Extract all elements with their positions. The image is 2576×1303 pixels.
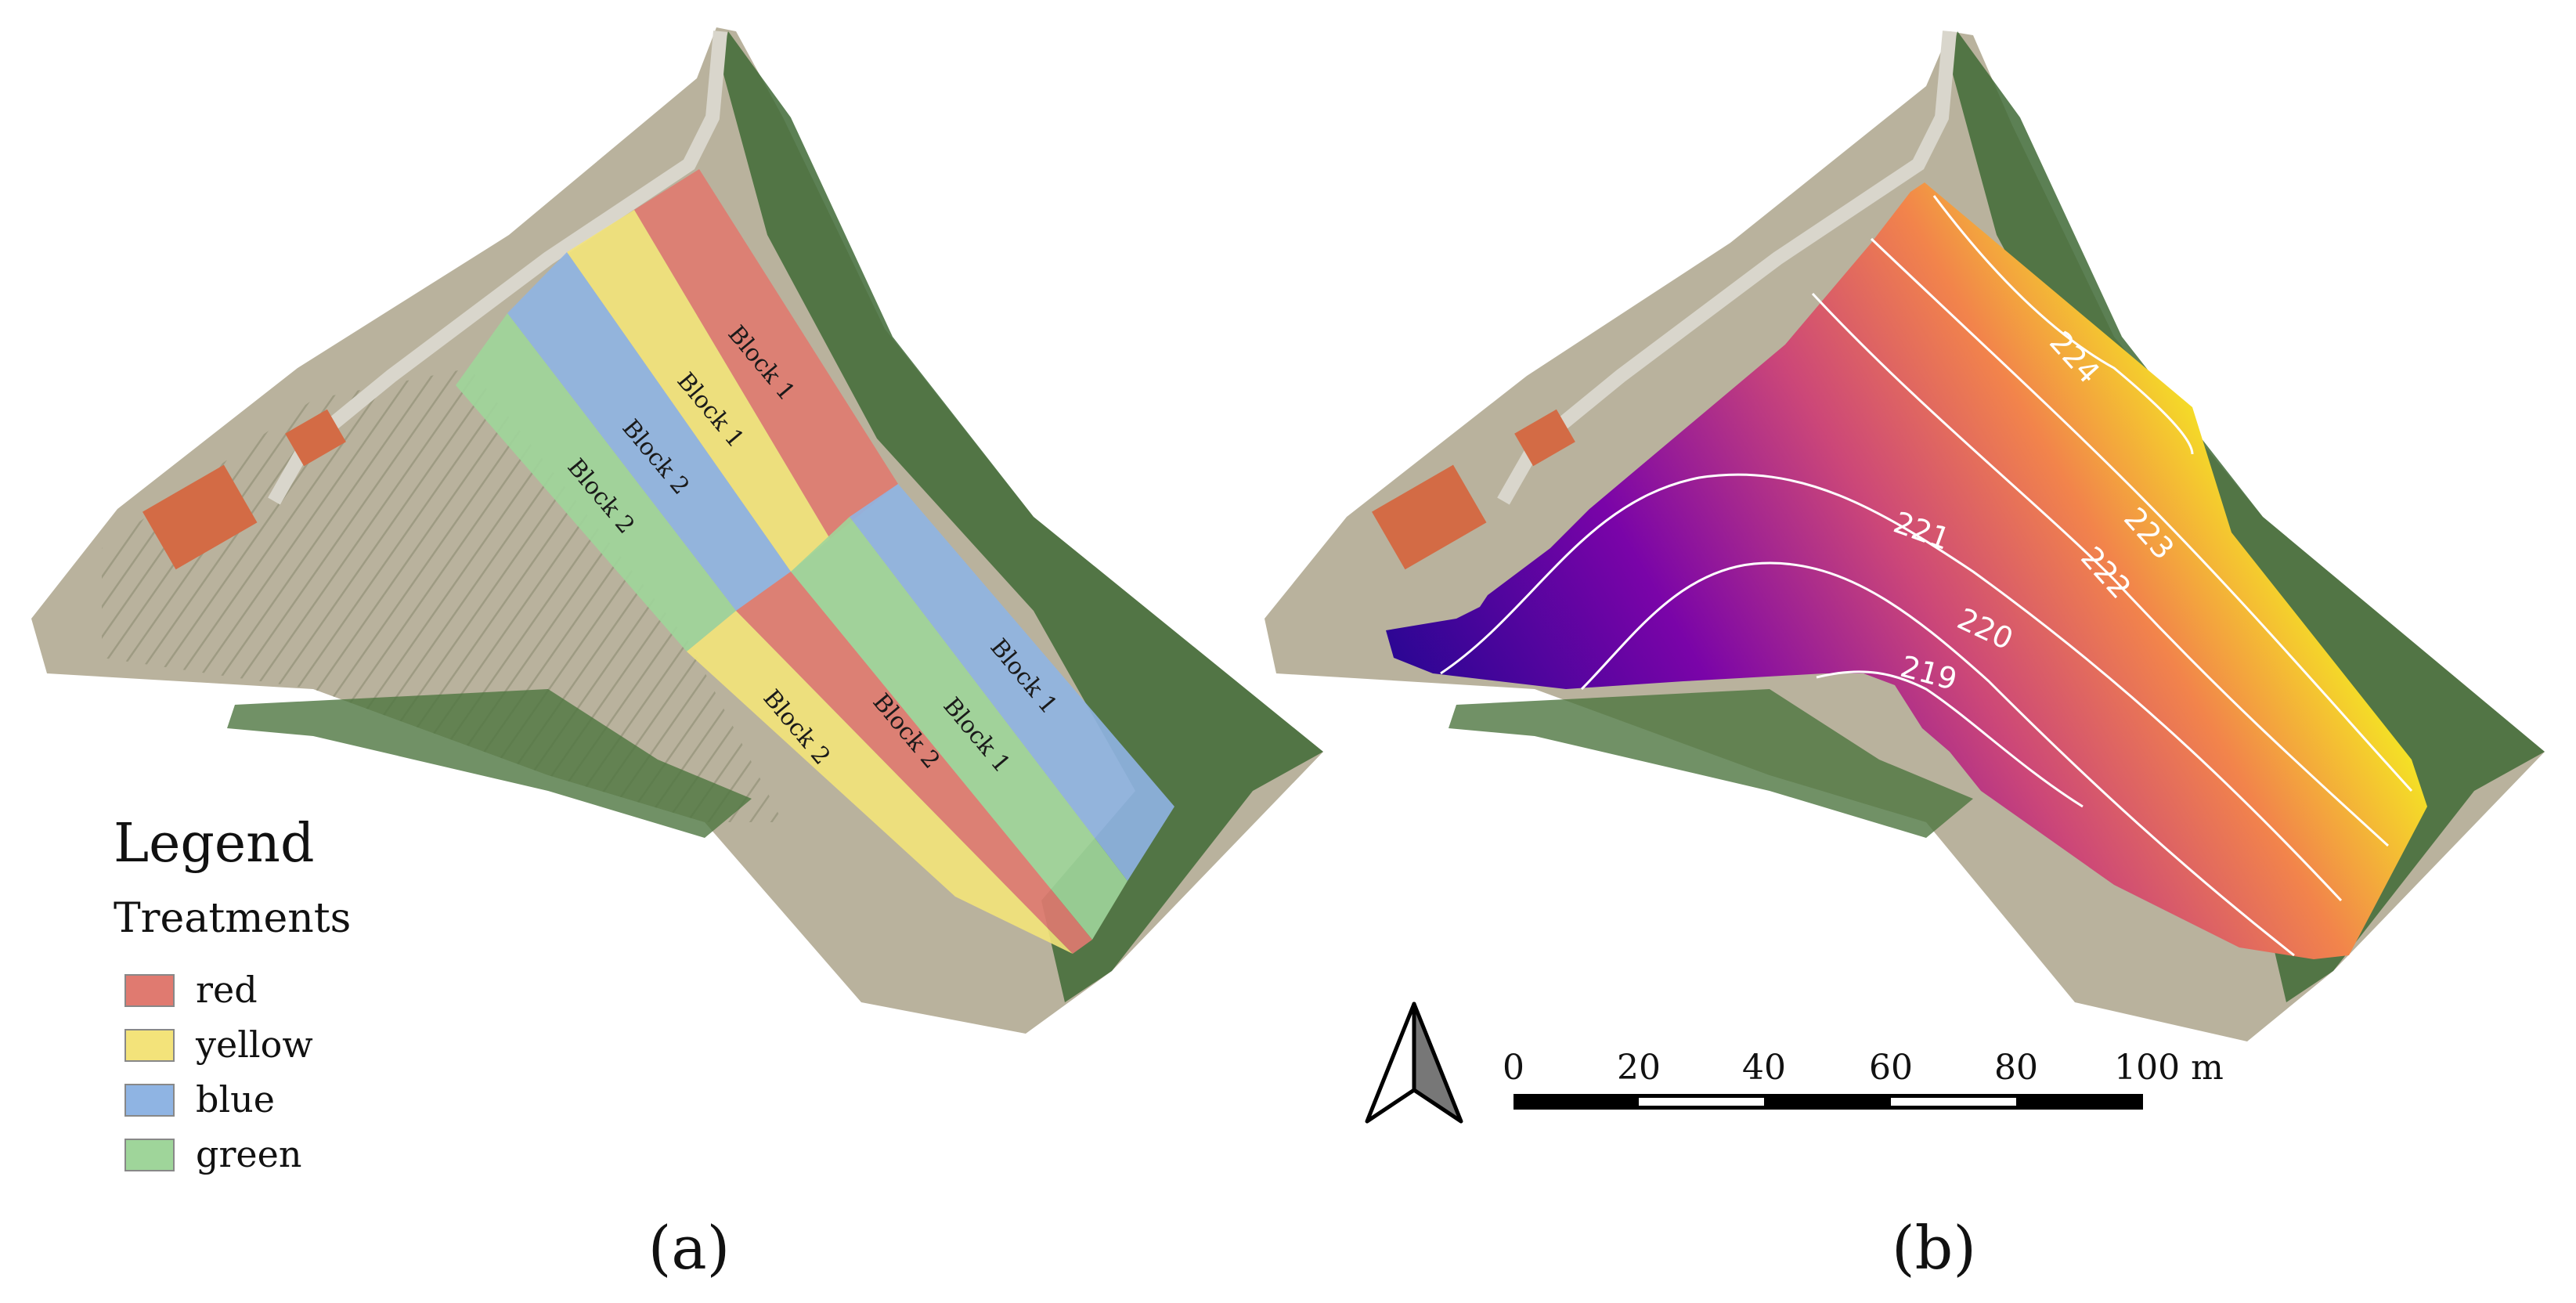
plot-green-block-1-bottom	[791, 517, 1127, 940]
treatment-plots	[456, 169, 1174, 954]
contour-220	[1580, 561, 2295, 957]
contour-223	[1870, 237, 2413, 792]
contour-221	[1440, 473, 2343, 902]
legend-label-yellow: yellow	[195, 1023, 313, 1066]
legend-swatch-green	[124, 1139, 175, 1171]
legend-subtitle: Treatments	[114, 895, 351, 942]
scale-tick-label: 60	[1869, 1048, 1913, 1088]
plot-blue-block-2-top	[507, 252, 791, 611]
scale-tick-label: 0	[1503, 1048, 1524, 1088]
legend-swatch-red	[124, 974, 175, 1007]
legend-item-red: red	[124, 969, 258, 1011]
scale-tick-label: 100 m	[2114, 1048, 2224, 1088]
north-arrow-icon	[1365, 1002, 1463, 1124]
legend-item-yellow: yellow	[124, 1023, 313, 1066]
legend-label-blue: blue	[196, 1078, 275, 1121]
terrain-a-rows	[102, 368, 783, 822]
panel-a-map: Block 1 Block 1 Block 2 Block 2 Block 2 …	[31, 27, 1323, 1034]
legend: Legend Treatments red yellow blue green	[114, 813, 351, 1175]
building-b-2	[1514, 409, 1575, 467]
legend-label-green: green	[196, 1133, 302, 1175]
contour-lines	[1440, 195, 2413, 957]
plot-blue-block-1-bottom	[850, 484, 1174, 881]
north-arrow-left	[1365, 1002, 1416, 1124]
legend-swatch-blue	[124, 1084, 175, 1117]
scale-bar-segment	[1639, 1098, 1764, 1106]
plot-yellow-block-1-top	[567, 210, 830, 572]
scale-bar-frame	[1513, 1094, 2143, 1110]
vegetation-a-east	[720, 31, 1323, 1002]
north-arrow-right	[1412, 1002, 1463, 1124]
contour-224	[1932, 195, 2194, 455]
building-a-2	[285, 409, 346, 467]
scale-tick-label: 80	[1994, 1048, 2038, 1088]
legend-item-green: green	[124, 1133, 302, 1175]
vegetation-a-south	[227, 689, 752, 838]
contour-222	[1811, 292, 2390, 847]
plot-green-block-2-top	[456, 313, 736, 652]
scale-bar: 0 20 40 60 80 100 m	[1503, 1048, 2224, 1110]
vegetation-b-south	[1449, 689, 1973, 838]
legend-item-blue: blue	[124, 1078, 275, 1121]
panel-label-a: (a)	[648, 1213, 731, 1283]
panel-b-map: 224 223 222 221 220 219	[1265, 31, 2545, 1041]
legend-swatch-yellow	[124, 1029, 175, 1062]
building-a-1	[143, 464, 258, 570]
elevation-surface	[1386, 182, 2427, 959]
scale-tick-label: 20	[1617, 1048, 1661, 1088]
legend-title: Legend	[114, 813, 315, 875]
contour-219	[1816, 670, 2084, 808]
plot-red-block-2-bottom	[736, 572, 1092, 954]
plot-red-block-1-top	[634, 169, 898, 539]
legend-label-red: red	[196, 969, 258, 1011]
scale-tick-label: 40	[1742, 1048, 1786, 1088]
panel-label-b: (b)	[1892, 1213, 1976, 1283]
scale-bar-segment	[1891, 1098, 2016, 1106]
plot-yellow-block-2-bottom	[687, 611, 1073, 954]
building-b-1	[1372, 464, 1487, 570]
